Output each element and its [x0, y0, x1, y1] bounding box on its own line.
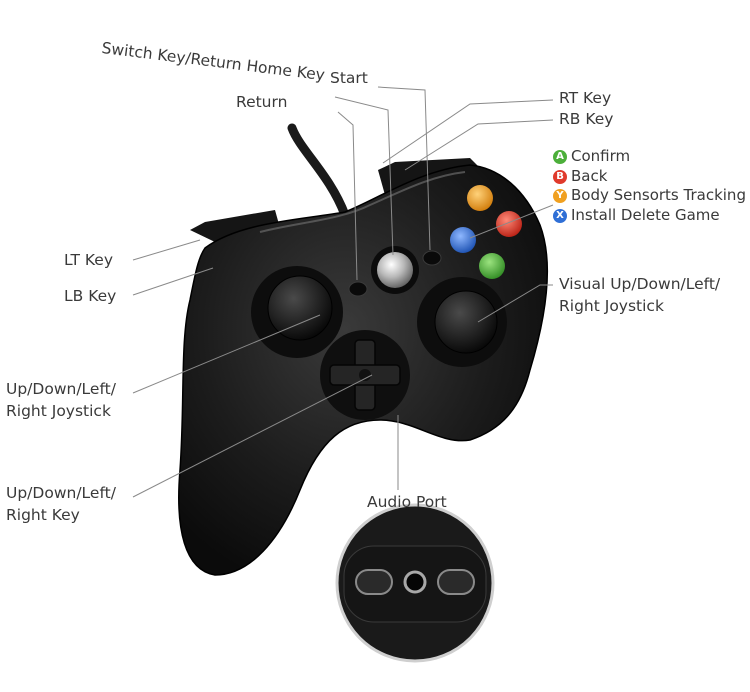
face-button-legend: A Confirm B Back Y Body Sensorts Trackin…: [553, 147, 746, 226]
start-button: [422, 250, 442, 266]
x-badge-icon: X: [553, 208, 567, 223]
lt-key-label: LT Key: [64, 251, 113, 269]
audio-port-label: Audio Port: [367, 493, 447, 511]
legend-item-y: Y Body Sensorts Tracking: [553, 186, 746, 206]
usb-cable: [287, 123, 350, 220]
visual-joystick-label-line1: Visual Up/Down/Left/: [559, 275, 721, 293]
body-highlight: [259, 171, 466, 233]
rt-key-label: RT Key: [559, 89, 612, 107]
right-stick: [434, 290, 498, 354]
a-badge-icon: A: [553, 149, 567, 164]
return-label: Return: [236, 93, 288, 111]
button-b: [496, 211, 522, 237]
legend-text: Install Delete Game: [571, 206, 720, 225]
button-y: [467, 185, 493, 211]
legend-text: Back: [571, 166, 608, 185]
left-joystick-label-line2: Right Joystick: [6, 402, 111, 420]
lb-key-label: LB Key: [64, 287, 117, 305]
button-x: [450, 227, 476, 253]
audio-port-inset: [335, 503, 495, 663]
button-a: [479, 253, 505, 279]
dpad-label-line1: Up/Down/Left/: [6, 484, 116, 502]
visual-joystick-label-line2: Right Joystick: [559, 297, 664, 315]
legend-item-b: B Back: [553, 167, 746, 187]
rb-key-label: RB Key: [559, 110, 614, 128]
dpad-label-line2: Right Key: [6, 506, 80, 524]
legend-text: Confirm: [571, 147, 631, 165]
left-stick: [267, 275, 333, 341]
left-joystick-label-line1: Up/Down/Left/: [6, 380, 116, 398]
legend-item-a: A Confirm: [553, 147, 746, 167]
legend-text: Body Sensorts Tracking: [571, 186, 746, 205]
start-label: Start: [330, 69, 368, 87]
back-button: [348, 281, 368, 297]
legend-item-x: X Install Delete Game: [553, 206, 746, 226]
leader-lines: [132, 86, 554, 498]
left-trigger: [190, 210, 280, 242]
y-badge-icon: Y: [553, 189, 567, 204]
guide-button: [377, 252, 413, 288]
b-badge-icon: B: [553, 169, 567, 184]
